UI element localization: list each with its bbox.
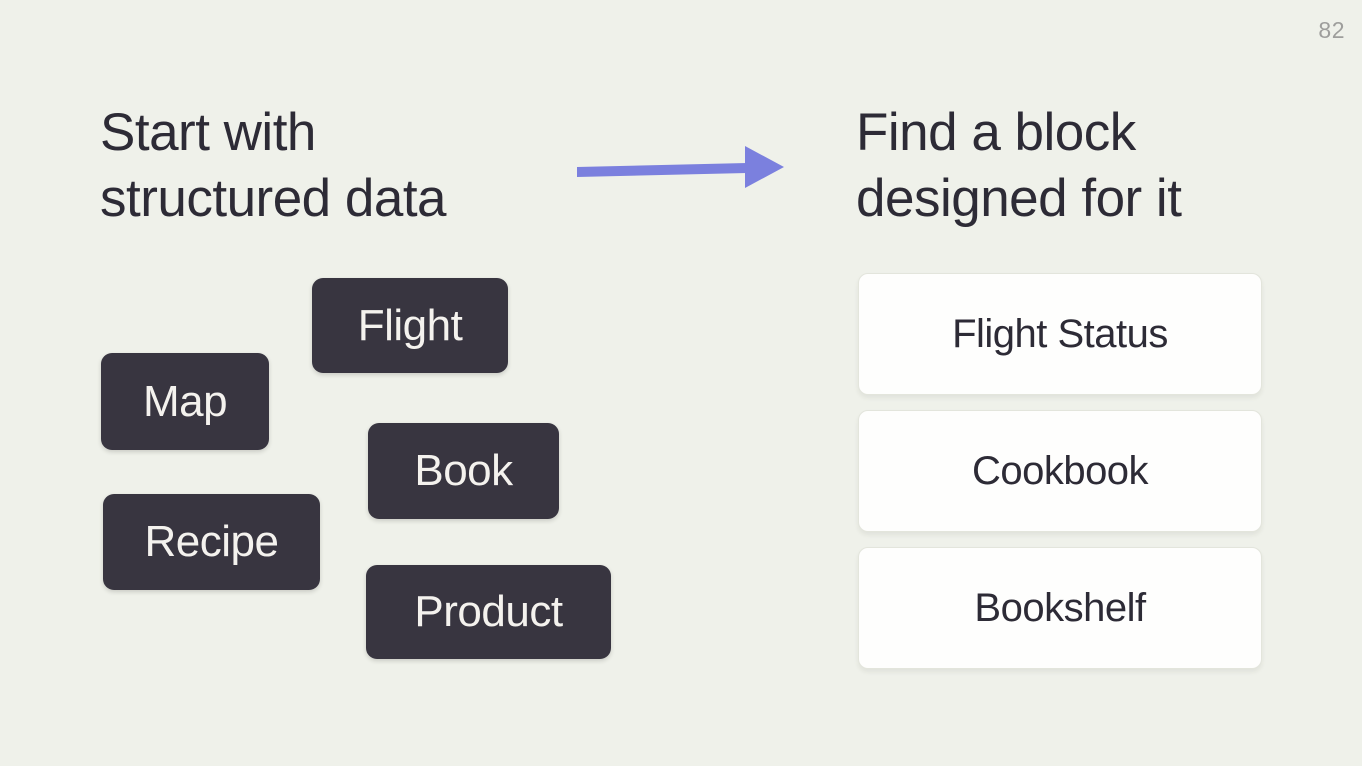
right-arrow-icon xyxy=(577,140,787,195)
data-tag-map: Map xyxy=(101,353,269,450)
page-number: 82 xyxy=(1318,17,1345,43)
block-card-bookshelf-label: Bookshelf xyxy=(974,585,1146,630)
data-tag-recipe-label: Recipe xyxy=(144,517,279,566)
data-tag-book: Book xyxy=(368,423,559,519)
left-heading: Start with structured data xyxy=(100,100,447,232)
data-tag-flight: Flight xyxy=(312,278,508,373)
block-card-flight-status-label: Flight Status xyxy=(952,311,1168,356)
block-card-cookbook: Cookbook xyxy=(858,410,1262,532)
data-tag-recipe: Recipe xyxy=(103,494,320,590)
block-card-bookshelf: Bookshelf xyxy=(858,547,1262,669)
block-card-cookbook-label: Cookbook xyxy=(971,448,1149,493)
right-heading-line-2: designed for it xyxy=(856,169,1182,228)
block-card-list: Flight Status Cookbook Bookshelf xyxy=(858,273,1262,669)
left-heading-line-2: structured data xyxy=(100,169,447,228)
left-heading-line-1: Start with xyxy=(100,103,316,162)
data-tag-book-label: Book xyxy=(414,446,513,495)
data-tag-product-label: Product xyxy=(414,587,563,636)
right-heading-line-1: Find a block xyxy=(856,103,1136,162)
block-card-flight-status: Flight Status xyxy=(858,273,1262,395)
data-tag-map-label: Map xyxy=(142,376,228,426)
data-tag-product: Product xyxy=(366,565,611,659)
right-heading: Find a block designed for it xyxy=(856,100,1182,232)
data-tag-flight-label: Flight xyxy=(357,300,463,350)
